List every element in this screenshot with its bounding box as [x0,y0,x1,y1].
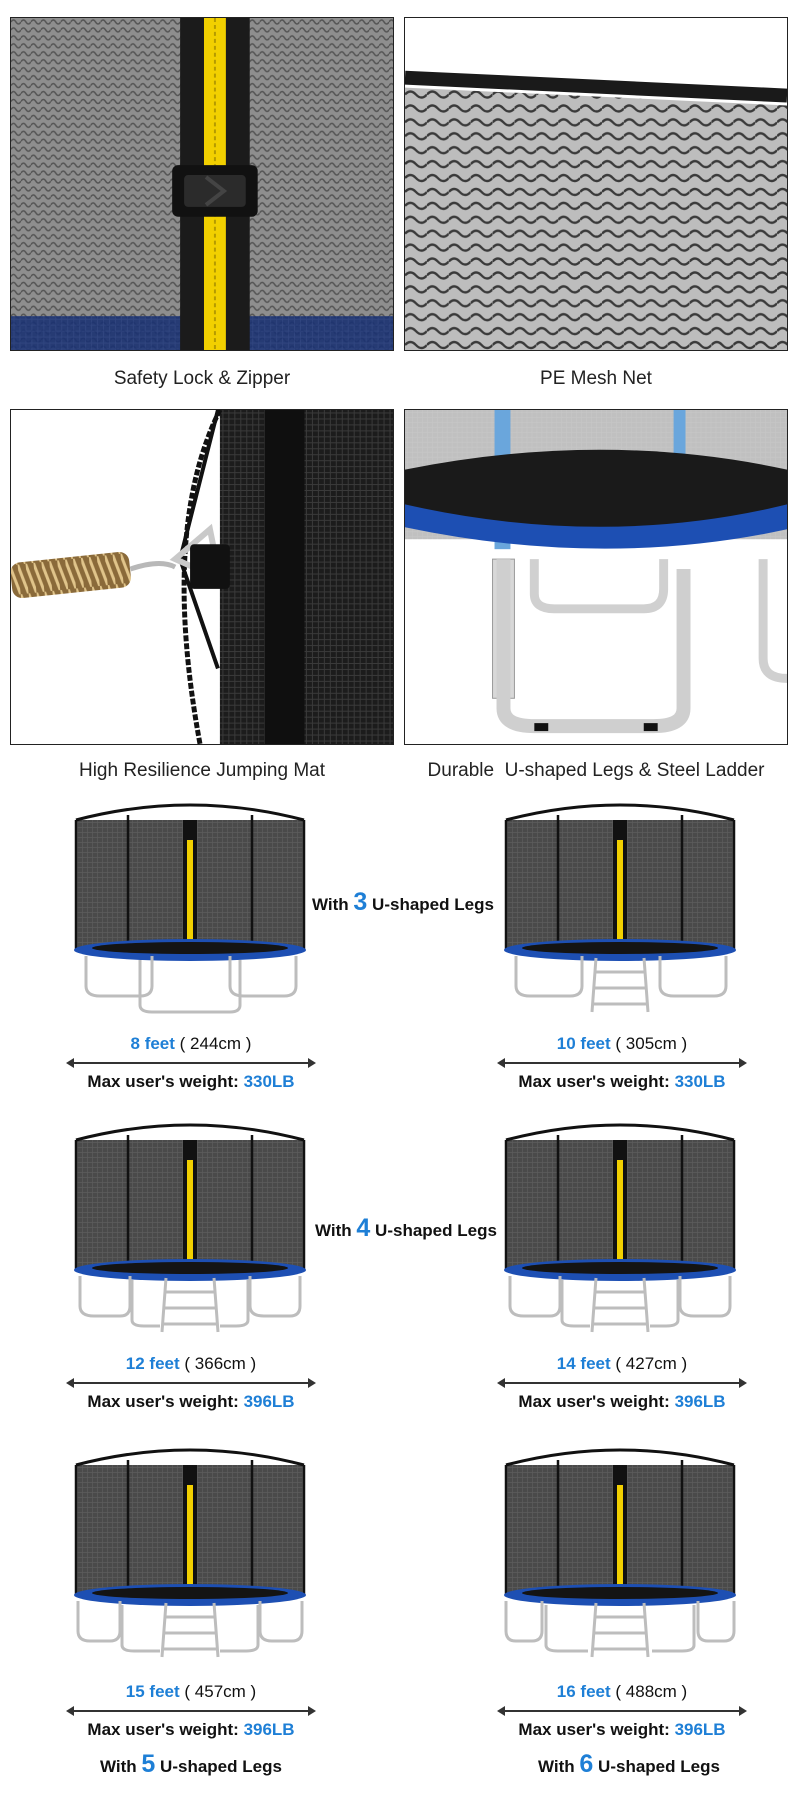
width-arrow [497,1058,747,1068]
size-label: 10 feet ( 305cm ) [497,1032,747,1056]
weight-value: 396LB [674,1392,726,1411]
spec-16ft: 16 feet ( 488cm ) Max user's weight: 396… [497,1680,747,1742]
weight-label: Max user's weight: 396LB [66,1390,316,1414]
width-arrow [497,1378,747,1388]
size-cm: ( 244cm ) [179,1034,252,1053]
trampoline-16ft-image [500,1445,740,1675]
size-label: 14 feet ( 427cm ) [497,1352,747,1376]
leg-group-suffix: U-shaped Legs [160,1757,282,1776]
leg-group-prefix: With [538,1757,575,1776]
leg-group-prefix: With [100,1757,137,1776]
size-label: 8 feet ( 244cm ) [66,1032,316,1056]
weight-label-text: Max user's weight: [87,1072,239,1091]
leg-group-prefix: With [315,1221,352,1240]
leg-group-5-label: With 5 U-shaped Legs [100,1750,282,1779]
spec-15ft: 15 feet ( 457cm ) Max user's weight: 396… [66,1680,316,1742]
weight-label: Max user's weight: 396LB [66,1718,316,1742]
leg-count: 6 [579,1750,594,1778]
leg-count: 4 [356,1214,371,1242]
trampoline-14ft-image [500,1120,740,1350]
spec-12ft: 12 feet ( 366cm ) Max user's weight: 396… [66,1352,316,1414]
spec-10ft: 10 feet ( 305cm ) Max user's weight: 330… [497,1032,747,1094]
width-arrow [66,1706,316,1716]
size-feet: 8 feet [130,1034,175,1053]
size-cm: ( 488cm ) [615,1682,688,1701]
weight-label-text: Max user's weight: [87,1392,239,1411]
feature-caption-mesh-net: PE Mesh Net [540,368,652,389]
trampoline-12ft-image [70,1120,310,1350]
trampoline-15ft-image [70,1445,310,1675]
weight-label: Max user's weight: 330LB [66,1070,316,1094]
size-feet: 15 feet [125,1682,180,1701]
leg-count: 5 [141,1750,156,1778]
size-label: 15 feet ( 457cm ) [66,1680,316,1704]
weight-value: 330LB [674,1072,726,1091]
weight-value: 396LB [243,1720,295,1739]
weight-value: 330LB [243,1072,295,1091]
weight-label-text: Max user's weight: [87,1720,239,1739]
leg-group-suffix: U-shaped Legs [372,895,494,914]
size-feet: 16 feet [556,1682,611,1701]
weight-label-text: Max user's weight: [518,1392,670,1411]
weight-value: 396LB [674,1720,726,1739]
spec-14ft: 14 feet ( 427cm ) Max user's weight: 396… [497,1352,747,1414]
weight-label: Max user's weight: 396LB [497,1390,747,1414]
size-cm: ( 305cm ) [615,1034,688,1053]
leg-group-prefix: With [312,895,349,914]
leg-group-suffix: U-shaped Legs [375,1221,497,1240]
leg-group-suffix: U-shaped Legs [598,1757,720,1776]
weight-label-text: Max user's weight: [518,1072,670,1091]
leg-group-6-label: With 6 U-shaped Legs [538,1750,720,1779]
u-shaped-legs-photo [404,409,788,745]
width-arrow [497,1706,747,1716]
feature-caption-jumping-mat: High Resilience Jumping Mat [78,760,326,781]
size-cm: ( 457cm ) [184,1682,257,1701]
size-cm: ( 427cm ) [615,1354,688,1373]
size-feet: 10 feet [556,1034,611,1053]
leg-group-3-label: With 3 U-shaped Legs [312,888,494,917]
feature-caption-u-legs: Durable U-shaped Legs & Steel Ladder [427,760,765,781]
width-arrow [66,1378,316,1388]
feature-caption-safety-lock: Safety Lock & Zipper [113,368,291,389]
pe-mesh-net-photo [404,17,788,351]
weight-label: Max user's weight: 396LB [497,1718,747,1742]
leg-group-4-label: With 4 U-shaped Legs [315,1214,497,1243]
size-cm: ( 366cm ) [184,1354,257,1373]
size-label: 12 feet ( 366cm ) [66,1352,316,1376]
safety-lock-photo [10,17,394,351]
trampoline-8ft-image [70,800,310,1030]
jumping-mat-photo [10,409,394,745]
trampoline-10ft-image [500,800,740,1030]
spec-8ft: 8 feet ( 244cm ) Max user's weight: 330L… [66,1032,316,1094]
size-feet: 12 feet [125,1354,180,1373]
size-label: 16 feet ( 488cm ) [497,1680,747,1704]
weight-value: 396LB [243,1392,295,1411]
weight-label: Max user's weight: 330LB [497,1070,747,1094]
width-arrow [66,1058,316,1068]
size-feet: 14 feet [556,1354,611,1373]
weight-label-text: Max user's weight: [518,1720,670,1739]
leg-count: 3 [353,888,368,916]
